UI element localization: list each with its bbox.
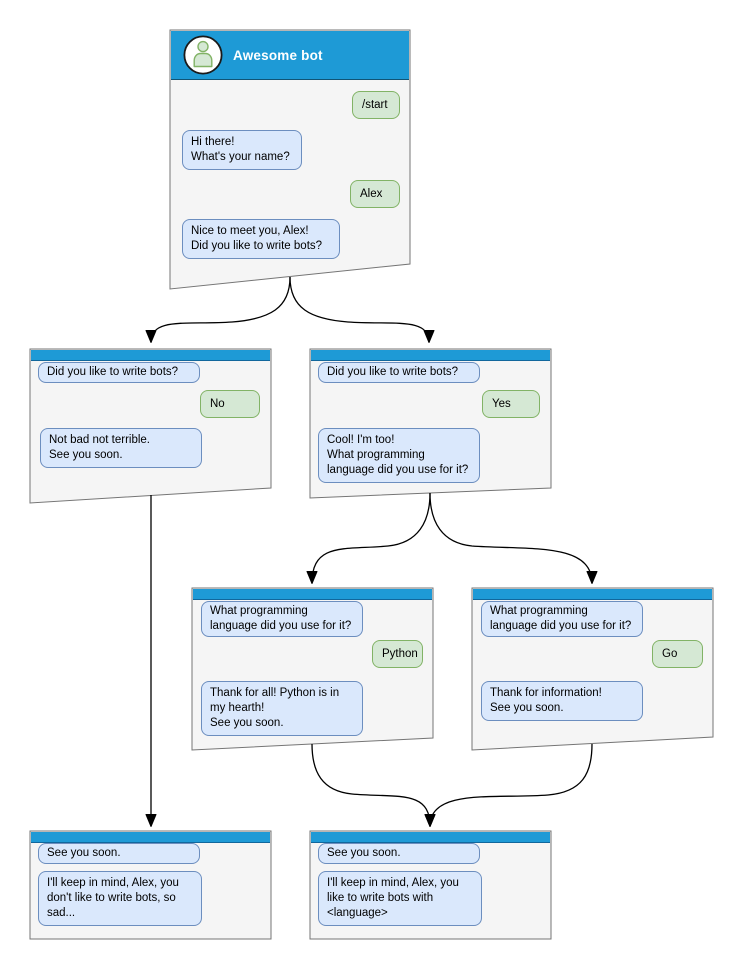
bot-message: Nice to meet you, Alex! Did you like to …	[182, 219, 340, 259]
bot-message: Not bad not terrible. See you soon.	[40, 428, 202, 468]
arrow-python-to-end	[311, 743, 436, 827]
bot-message: I'll keep in mind, Alex, you don't like …	[38, 871, 202, 926]
bot-message: See you soon.	[38, 843, 200, 864]
bot-message: Thank for information! See you soon.	[481, 681, 643, 721]
bot-message: Thank for all! Python is in my hearth! S…	[201, 681, 363, 736]
bot-message: See you soon.	[318, 843, 480, 864]
user-message: Python	[372, 640, 423, 668]
user-message: Alex	[350, 180, 400, 208]
arrow-go-to-end	[424, 743, 593, 827]
arrow-main-to-no	[145, 276, 291, 343]
arrow-yes-to-go	[429, 492, 598, 584]
bot-message: Hi there! What's your name?	[182, 130, 302, 170]
arrow-yes-to-python	[306, 492, 431, 584]
titlebar-end-no	[31, 832, 270, 843]
user-message: /start	[352, 91, 400, 119]
person-icon	[183, 35, 223, 75]
bot-message: Did you like to write bots?	[318, 362, 480, 383]
titlebar-branch-no	[31, 350, 270, 361]
bot-message: Cool! I'm too! What programming language…	[318, 428, 480, 483]
chat-window-header: Awesome bot	[171, 31, 409, 80]
bot-message: Did you like to write bots?	[38, 362, 200, 383]
bot-message: What programming language did you use fo…	[201, 601, 363, 637]
titlebar-branch-python	[193, 589, 432, 600]
user-message: No	[200, 390, 260, 418]
bot-message: I'll keep in mind, Alex, you like to wri…	[318, 871, 482, 926]
titlebar-end-language	[311, 832, 550, 843]
chat-window-title: Awesome bot	[233, 47, 323, 63]
arrow-main-to-yes	[289, 276, 435, 343]
bot-message: What programming language did you use fo…	[481, 601, 643, 637]
titlebar-branch-go	[473, 589, 712, 600]
user-message: Yes	[482, 390, 540, 418]
titlebar-branch-yes	[311, 350, 550, 361]
user-message: Go	[652, 640, 703, 668]
